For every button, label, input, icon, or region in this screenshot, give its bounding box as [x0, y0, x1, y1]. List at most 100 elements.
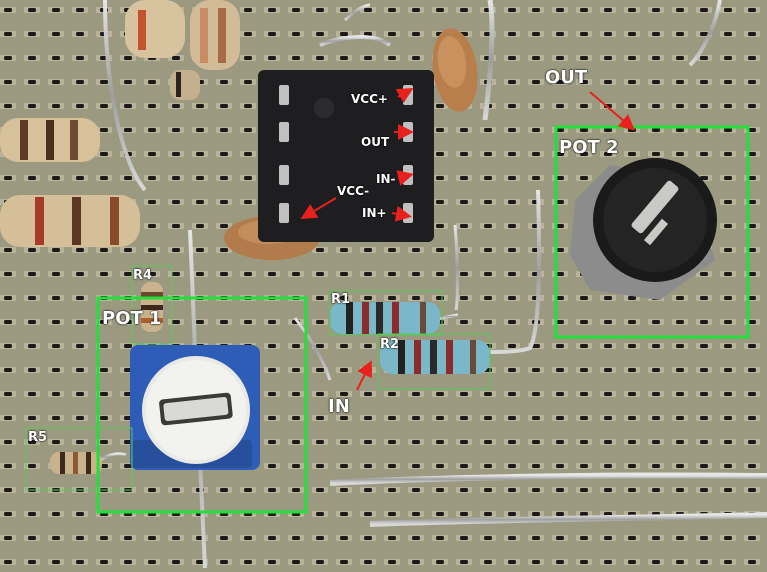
board-hole: [412, 536, 420, 540]
board-hole: [508, 296, 516, 300]
board-hole: [364, 416, 372, 420]
board-hole: [124, 176, 132, 180]
board-hole: [388, 8, 396, 12]
board-hole: [532, 8, 540, 12]
board-hole: [76, 104, 84, 108]
board-hole: [268, 32, 276, 36]
board-hole: [724, 200, 732, 204]
board-hole: [28, 104, 36, 108]
board-hole: [148, 80, 156, 84]
board-hole: [604, 296, 612, 300]
board-hole: [628, 368, 636, 372]
board-hole: [700, 416, 708, 420]
board-hole: [196, 176, 204, 180]
board-hole: [484, 152, 492, 156]
board-hole: [580, 56, 588, 60]
board-hole: [148, 200, 156, 204]
board-hole: [76, 512, 84, 516]
board-hole: [148, 104, 156, 108]
board-hole: [412, 296, 420, 300]
board-hole: [652, 536, 660, 540]
board-hole: [436, 560, 444, 564]
board-hole: [580, 368, 588, 372]
r4-label: R4: [133, 268, 153, 283]
board-hole: [580, 176, 588, 180]
board-hole: [4, 272, 12, 276]
board-hole: [388, 392, 396, 396]
board-hole: [148, 152, 156, 156]
board-hole: [652, 464, 660, 468]
board-hole: [484, 440, 492, 444]
pot2-label: POT 2: [559, 137, 619, 158]
board-hole: [484, 560, 492, 564]
board-hole: [556, 416, 564, 420]
board-hole: [76, 176, 84, 180]
board-hole: [364, 440, 372, 444]
board-hole: [388, 536, 396, 540]
board-hole: [436, 152, 444, 156]
board-hole: [244, 536, 252, 540]
board-hole: [28, 512, 36, 516]
board-hole: [700, 296, 708, 300]
board-hole: [100, 344, 108, 348]
board-hole: [580, 416, 588, 420]
board-hole: [76, 296, 84, 300]
board-hole: [652, 344, 660, 348]
board-hole: [436, 8, 444, 12]
board-hole: [4, 464, 12, 468]
board-hole: [4, 512, 12, 516]
board-hole: [460, 8, 468, 12]
board-hole: [652, 320, 660, 324]
board-hole: [700, 368, 708, 372]
board-hole: [4, 560, 12, 564]
board-hole: [436, 104, 444, 108]
board-hole: [340, 536, 348, 540]
board-hole: [460, 536, 468, 540]
board-hole: [532, 176, 540, 180]
r2-label: R2: [380, 337, 400, 352]
board-hole: [604, 320, 612, 324]
board-hole: [628, 536, 636, 540]
board-hole: [196, 128, 204, 132]
pot1-highlight-box: [96, 296, 308, 514]
board-hole: [52, 368, 60, 372]
board-hole: [556, 104, 564, 108]
board-hole: [556, 176, 564, 180]
pad-grid: [0, 7, 760, 565]
board-hole: [652, 32, 660, 36]
pot1-label: POT 1: [102, 308, 162, 329]
board-hole: [52, 176, 60, 180]
board-hole: [364, 56, 372, 60]
board-hole: [4, 104, 12, 108]
board-hole: [748, 32, 756, 36]
board-hole: [340, 344, 348, 348]
board-hole: [508, 104, 516, 108]
board-hole: [124, 56, 132, 60]
board-hole: [4, 320, 12, 324]
r5-highlight-box: [25, 427, 133, 491]
board-hole: [532, 464, 540, 468]
board-hole: [724, 56, 732, 60]
r1-label: R1: [331, 292, 351, 307]
board-hole: [364, 488, 372, 492]
board-hole: [364, 464, 372, 468]
board-hole: [628, 80, 636, 84]
board-hole: [52, 392, 60, 396]
board-hole: [508, 176, 516, 180]
board-hole: [316, 392, 324, 396]
board-hole: [748, 440, 756, 444]
board-hole: [508, 152, 516, 156]
board-hole: [196, 224, 204, 228]
vcc-minus-arrow: [300, 197, 337, 220]
board-hole: [580, 104, 588, 108]
board-hole: [484, 248, 492, 252]
board-hole: [532, 440, 540, 444]
board-hole: [268, 392, 276, 396]
board-hole: [340, 8, 348, 12]
board-hole: [556, 56, 564, 60]
board-hole: [364, 536, 372, 540]
board-hole: [484, 464, 492, 468]
board-hole: [388, 488, 396, 492]
board-hole: [580, 560, 588, 564]
board-hole: [388, 296, 396, 300]
